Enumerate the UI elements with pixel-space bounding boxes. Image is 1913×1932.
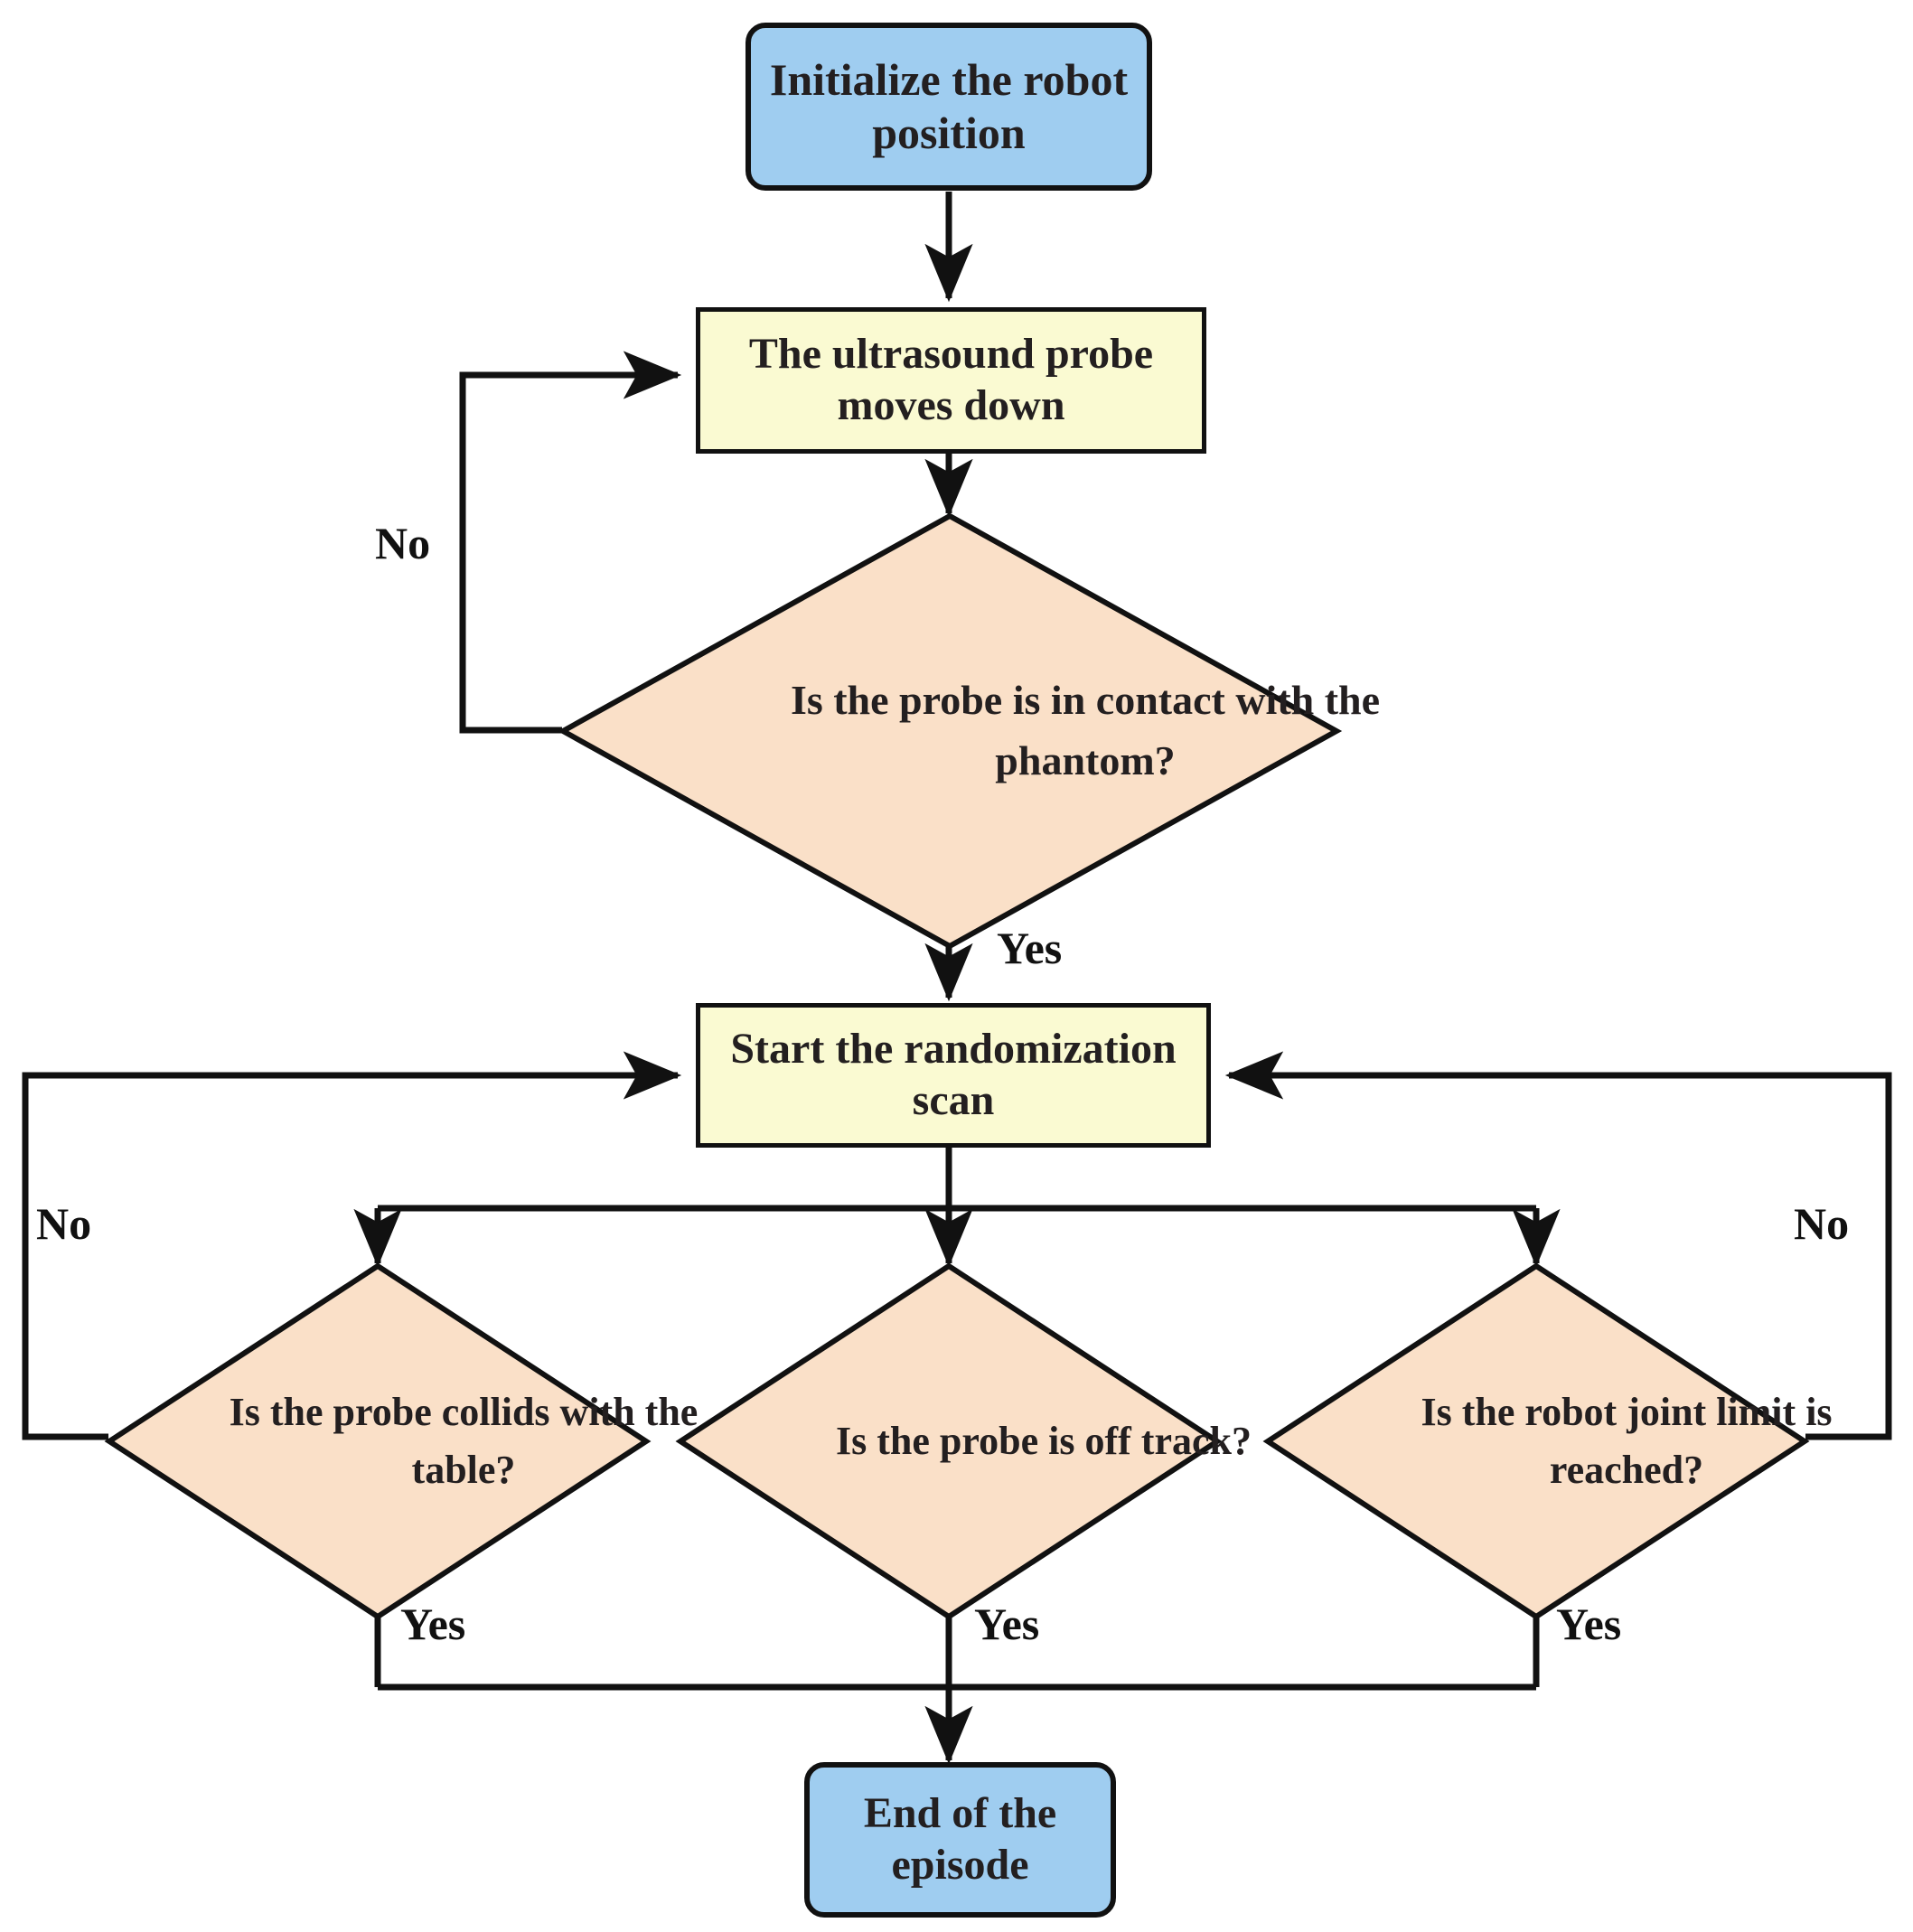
edge-label-jointlimit-no: No [1794, 1198, 1850, 1249]
node-label: Is the probe collids with the table? [229, 1390, 699, 1492]
edge-label-jointlimit-yes: Yes [1556, 1599, 1622, 1649]
node-label: Is the robot joint limit is reached? [1421, 1390, 1833, 1492]
node-probe-collides-with-table-decision[interactable]: Is the probe collids with the table? [104, 1262, 698, 1620]
edge-label-collision-no: No [36, 1198, 92, 1249]
node-probe-off-track-decision[interactable]: Is the probe is off track? [675, 1262, 1252, 1620]
edge-label-collision-yes: Yes [400, 1599, 466, 1649]
edge-label-contact-no: No [375, 518, 431, 568]
edge-collision-no [22, 1051, 682, 1440]
node-end-of-episode[interactable]: End of the episode [804, 1762, 1116, 1918]
node-start-randomization-scan[interactable]: Start the randomization scan [696, 1003, 1211, 1148]
node-label: The ultrasound probe moves down [748, 330, 1154, 429]
node-robot-joint-limit-decision[interactable]: Is the robot joint limit is reached? [1262, 1262, 1833, 1620]
node-label: Start the randomization scan [730, 1025, 1177, 1124]
edge-label-offtrack-yes: Yes [974, 1599, 1040, 1649]
edge-label-contact-yes: Yes [997, 923, 1063, 973]
node-contact-with-phantom-decision[interactable]: Is the probe is in contact with the phan… [557, 512, 1380, 950]
node-label: Is the probe is in contact with the phan… [790, 677, 1381, 783]
edge-contact-no-loop [459, 351, 682, 734]
node-label: End of the episode [863, 1789, 1057, 1889]
edge-jointlimit-no [1224, 1051, 1892, 1440]
node-label: Initialize the robot position [769, 54, 1129, 158]
node-ultrasound-probe-moves-down[interactable]: The ultrasound probe moves down [696, 307, 1206, 454]
node-initialize-robot-position[interactable]: Initialize the robot position [746, 23, 1152, 191]
node-label: Is the probe is off track? [836, 1419, 1252, 1464]
